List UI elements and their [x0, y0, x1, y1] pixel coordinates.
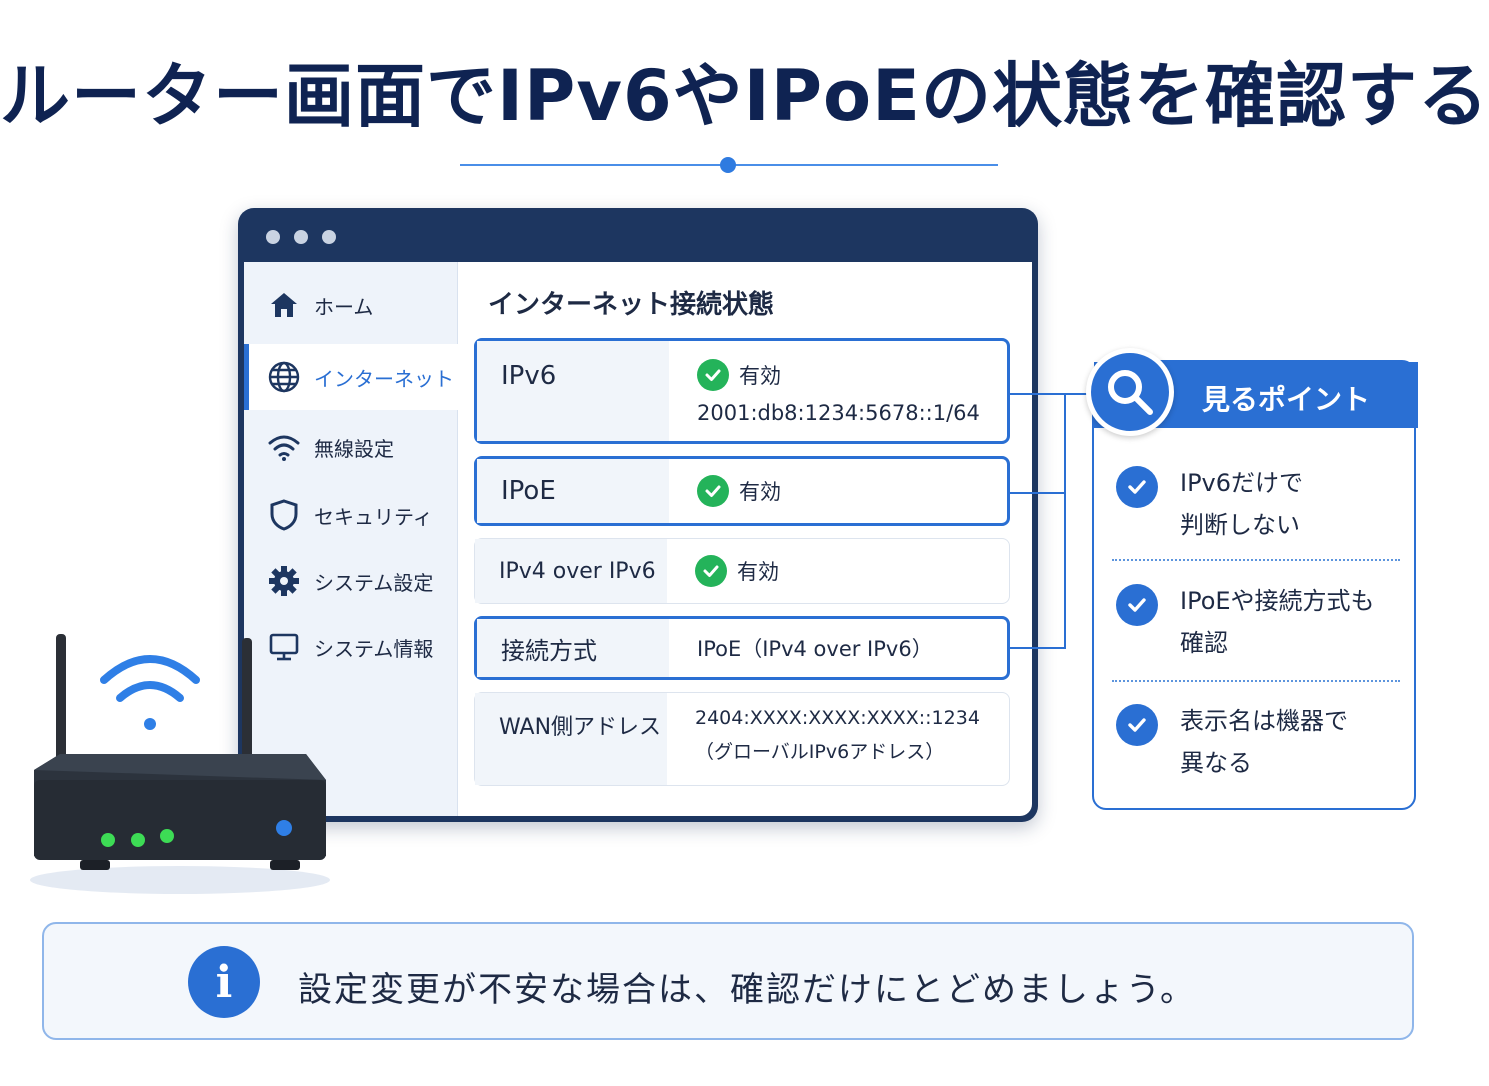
key-point-divider [1112, 680, 1400, 682]
title-divider-dot [720, 157, 736, 173]
key-point-divider [1112, 559, 1400, 561]
router-admin-window: ホーム インターネット 無線設定 セキュリティ [238, 208, 1038, 822]
row-label: IPv6 [477, 341, 669, 441]
key-point-line: IPoEや接続方式も [1180, 587, 1375, 615]
sidebar-item-internet[interactable]: インターネット [244, 344, 458, 410]
row-value: 有効 [695, 539, 999, 603]
home-icon [266, 287, 302, 323]
check-icon [697, 359, 729, 391]
info-icon: i [188, 946, 260, 1018]
key-point-line: 表示名は機器で [1180, 707, 1348, 735]
key-point-line: 異なる [1180, 749, 1252, 777]
sidebar-item-label: システム設定 [314, 570, 434, 595]
page-title: ルーター画面でIPv6やIPoEの状態を確認する [0, 55, 1489, 137]
router-foot [80, 860, 110, 870]
highlight-connector [1008, 393, 1066, 649]
window-dot[interactable] [266, 230, 280, 244]
status-row-ipv4-over-ipv6: IPv4 over IPv6 有効 [474, 538, 1010, 604]
key-point-text: IPoEや接続方式も 確認 [1180, 580, 1410, 664]
status-row-wan-address: WAN側アドレス 2404:XXXX:XXXX:XXXX::1234 （グローバ… [474, 692, 1010, 786]
led-green [101, 833, 115, 847]
sidebar-item-security[interactable]: セキュリティ [244, 482, 458, 548]
antenna-left [56, 634, 66, 774]
key-points-card: 見るポイント IPv6だけで 判断しない IPoEや接続方式も 確認 表示名は機… [1092, 360, 1418, 810]
status-text: 有効 [739, 364, 781, 388]
led-green [160, 829, 174, 843]
key-point-line: IPv6だけで [1180, 469, 1304, 497]
check-icon [1116, 704, 1158, 746]
key-point-text: 表示名は機器で 異なる [1180, 700, 1410, 784]
sidebar-item-system-info[interactable]: システム情報 [244, 614, 458, 680]
info-banner: i 設定変更が不安な場合は、確認だけにとどめましょう。 [42, 922, 1414, 1040]
sidebar-item-label: インターネット [314, 366, 454, 391]
sidebar-item-label: ホーム [314, 294, 374, 319]
sidebar-item-system-settings[interactable]: システム設定 [244, 548, 458, 614]
globe-icon [266, 359, 302, 395]
window-dot[interactable] [322, 230, 336, 244]
antenna-right [242, 638, 252, 774]
router-illustration [20, 630, 340, 900]
row-label: IPoE [477, 459, 669, 523]
magnifier-icon [1086, 348, 1174, 436]
monitor-icon [266, 629, 302, 665]
key-point-item: IPoEや接続方式も 確認 [1114, 580, 1404, 670]
row-label: IPv4 over IPv6 [475, 539, 667, 603]
wifi-signal-icon [100, 655, 200, 730]
wan-address-note: （グローバルIPv6アドレス） [695, 741, 945, 763]
gear-icon [266, 563, 302, 599]
row-value: IPoE（IPv4 over IPv6） [697, 637, 933, 661]
router-foot [270, 860, 300, 870]
window-controls [266, 230, 336, 244]
sidebar-item-home[interactable]: ホーム [244, 272, 458, 338]
key-points-title: 見るポイント [1202, 383, 1371, 416]
status-text: 有効 [737, 560, 779, 584]
window-body: ホーム インターネット 無線設定 セキュリティ [244, 262, 1032, 816]
row-value: 有効 2001:db8:1234:5678::1/64 [697, 341, 997, 441]
row-label: WAN側アドレス [475, 693, 667, 785]
status-text: 有効 [739, 480, 781, 504]
key-point-item: 表示名は機器で 異なる [1114, 700, 1404, 790]
check-icon [695, 555, 727, 587]
status-row-ipoe: IPoE 有効 [474, 456, 1010, 526]
shield-icon [266, 497, 302, 533]
check-icon [1116, 466, 1158, 508]
sidebar-item-label: システム情報 [314, 636, 434, 661]
highlight-connector-link [1066, 393, 1088, 395]
key-point-text: IPv6だけで 判断しない [1180, 462, 1410, 546]
status-row-connection-method: 接続方式 IPoE（IPv4 over IPv6） [474, 616, 1010, 680]
router-body [34, 780, 326, 860]
window-dot[interactable] [294, 230, 308, 244]
check-icon [1116, 584, 1158, 626]
panel-title: インターネット接続状態 [488, 290, 775, 320]
row-value: 2404:XXXX:XXXX:XXXX::1234 （グローバルIPv6アドレス… [695, 693, 999, 785]
sidebar-item-label: セキュリティ [314, 504, 433, 529]
row-value: 有効 [697, 459, 997, 523]
info-text: 設定変更が不安な場合は、確認だけにとどめましょう。 [298, 970, 1196, 1010]
ipv6-address: 2001:db8:1234:5678::1/64 [697, 401, 980, 425]
sidebar-item-wireless[interactable]: 無線設定 [244, 414, 458, 480]
key-point-line: 判断しない [1180, 511, 1300, 539]
status-row-ipv6: IPv6 有効 2001:db8:1234:5678::1/64 [474, 338, 1010, 444]
check-icon [697, 475, 729, 507]
key-point-line: 確認 [1180, 629, 1228, 657]
wan-address: 2404:XXXX:XXXX:XXXX::1234 [695, 707, 980, 729]
sidebar: ホーム インターネット 無線設定 セキュリティ [244, 262, 458, 816]
wifi-icon [266, 429, 302, 465]
led-green [131, 833, 145, 847]
led-blue [276, 820, 292, 836]
sidebar-item-label: 無線設定 [314, 436, 394, 461]
router-shadow [30, 866, 330, 894]
key-point-item: IPv6だけで 判断しない [1114, 462, 1404, 552]
internet-status-panel: インターネット接続状態 IPv6 有効 2001:db8:1234:5678::… [458, 262, 1032, 816]
highlight-connector-branch [1008, 492, 1066, 494]
row-label: 接続方式 [477, 619, 669, 677]
